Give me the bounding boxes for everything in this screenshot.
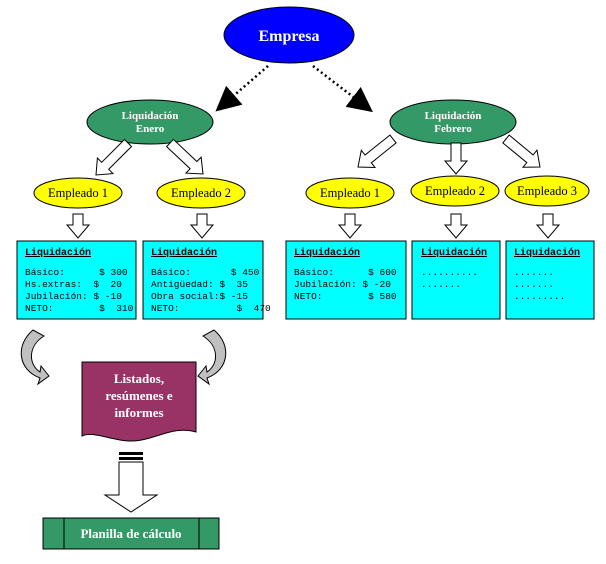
liquidation-box: Liquidación Básico: $ 300 Hs.extras: $ 2… bbox=[16, 240, 137, 320]
hollow-arrow bbox=[189, 213, 215, 239]
liquidation-line: NETO: $ 580 bbox=[294, 291, 397, 302]
curved-arrow-right bbox=[197, 329, 227, 386]
liquidation-title: Liquidación bbox=[25, 247, 91, 259]
period-label-line1: Liquidación bbox=[425, 110, 482, 122]
hollow-arrow bbox=[165, 138, 204, 175]
liquidation-line: NETO: $ 470 bbox=[151, 303, 271, 314]
hollow-arrow bbox=[535, 213, 561, 239]
hollow-arrow bbox=[502, 134, 541, 168]
hollow-arrow bbox=[65, 213, 91, 239]
liquidation-line: Jubilación: $ -10 bbox=[25, 291, 122, 302]
liquidation-line: Obra social:$ -15 bbox=[151, 291, 248, 302]
root-node: Empresa bbox=[223, 6, 355, 64]
hollow-arrow bbox=[337, 213, 363, 239]
period-label-line2: Febrero bbox=[434, 123, 472, 135]
liquidation-line: Antigüedad: $ 35 bbox=[151, 279, 248, 290]
spreadsheet-label: Planilla de cálculo bbox=[80, 526, 181, 541]
employee-oval bbox=[305, 177, 395, 209]
period-label-line1: Liquidación bbox=[122, 110, 179, 122]
liquidation-line: ....... bbox=[421, 279, 461, 290]
report-line1: Listados, bbox=[114, 371, 164, 386]
liquidation-line: ....... bbox=[514, 267, 554, 278]
employee-label: Empleado 2 bbox=[425, 184, 485, 198]
employee-label: Empleado 3 bbox=[517, 184, 577, 198]
liquidation-line: Básico: $ 450 bbox=[151, 267, 260, 278]
curved-arrow-left bbox=[20, 329, 50, 386]
liquidation-line: ....... bbox=[514, 279, 554, 290]
employee-label: Empleado 1 bbox=[48, 186, 108, 200]
dotted-arrow-right bbox=[312, 65, 373, 113]
report-shape bbox=[81, 361, 197, 442]
liquidation-line: Básico: $ 300 bbox=[25, 267, 128, 278]
report-to-spreadsheet-arrow bbox=[103, 452, 159, 513]
period-node-febrero: Liquidación Febrero bbox=[389, 99, 517, 145]
period-oval bbox=[389, 99, 517, 145]
employee-label: Empleado 1 bbox=[320, 186, 380, 200]
period-node-enero: Liquidación Enero bbox=[86, 99, 214, 145]
liquidation-line: ......... bbox=[514, 291, 565, 302]
liquidation-title: Liquidación bbox=[294, 247, 360, 259]
employee-node: Empleado 2 bbox=[410, 175, 500, 207]
report-line2: resúmenes e bbox=[105, 388, 173, 403]
hollow-arrows bbox=[65, 134, 561, 239]
report-document: Listados, resúmenes e informes bbox=[81, 361, 197, 442]
liquidation-line: .......... bbox=[421, 267, 478, 278]
hollow-arrow bbox=[443, 213, 469, 239]
employee-node: Empleado 3 bbox=[504, 175, 590, 207]
root-oval bbox=[223, 6, 355, 64]
liquidation-line: Jubilación: $ -20 bbox=[294, 279, 391, 290]
employee-oval bbox=[156, 177, 246, 209]
hollow-arrow bbox=[443, 142, 469, 175]
liquidation-title: Liquidación bbox=[421, 247, 487, 259]
dotted-arrow-left bbox=[215, 65, 269, 112]
period-oval bbox=[86, 99, 214, 145]
employee-label: Empleado 2 bbox=[171, 186, 231, 200]
employee-oval bbox=[33, 177, 123, 209]
report-line3: informes bbox=[114, 405, 163, 420]
employee-node: Empleado 1 bbox=[305, 177, 395, 209]
employee-node: Empleado 2 bbox=[156, 177, 246, 209]
root-label: Empresa bbox=[258, 28, 319, 45]
hollow-arrow bbox=[95, 138, 133, 176]
employee-oval bbox=[410, 175, 500, 207]
employee-oval bbox=[504, 175, 590, 207]
liquidation-title: Liquidación bbox=[151, 247, 217, 259]
hollow-arrow bbox=[357, 134, 397, 169]
period-label-line2: Enero bbox=[136, 123, 165, 135]
liquidation-box: Liquidación Básico: $ 450 Antigüedad: $ … bbox=[142, 240, 271, 320]
liquidation-box: Liquidación .......... ....... bbox=[411, 240, 501, 320]
liquidation-title: Liquidación bbox=[514, 247, 580, 259]
employee-node: Empleado 1 bbox=[33, 177, 123, 209]
spreadsheet-bar: Planilla de cálculo bbox=[42, 517, 220, 550]
liquidation-box: Liquidación ....... ....... ......... bbox=[505, 240, 595, 320]
liquidation-line: Hs.extras: $ 20 bbox=[25, 279, 122, 290]
liquidation-box: Liquidación Básico: $ 600 Jubilación: $ … bbox=[285, 240, 407, 320]
liquidation-line: NETO: $ 310 bbox=[25, 303, 134, 314]
liquidation-line: Básico: $ 600 bbox=[294, 267, 397, 278]
